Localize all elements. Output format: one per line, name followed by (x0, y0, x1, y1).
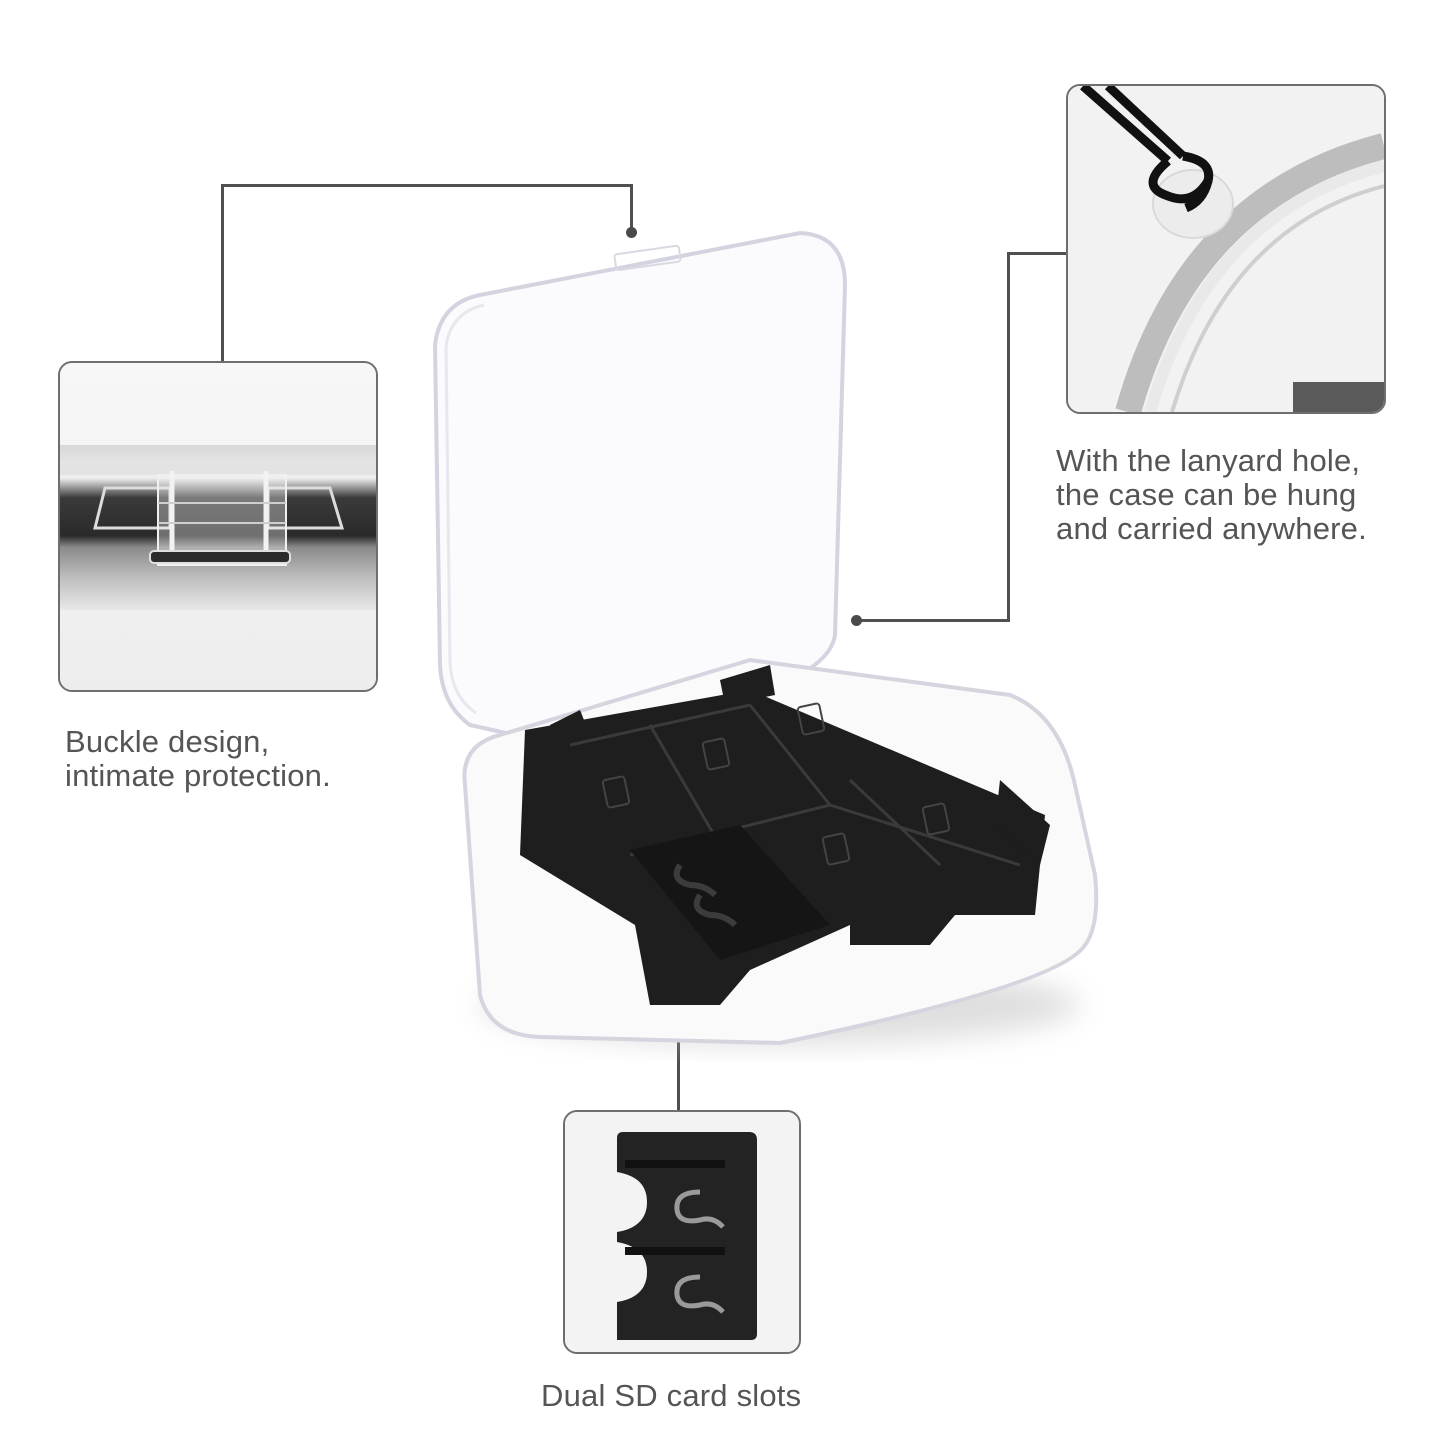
caption-lanyard: With the lanyard hole, the case can be h… (1056, 444, 1367, 546)
leader-sd-vertical (677, 1030, 680, 1110)
leader-buckle-drop (630, 184, 633, 230)
caption-buckle: Buckle design, intimate protection. (65, 725, 331, 793)
leader-lanyard-horizontal-top (1007, 252, 1067, 255)
sd-slots-detail-image (563, 1110, 801, 1354)
leader-buckle-dot (626, 227, 637, 238)
leader-lanyard-vertical (1007, 252, 1010, 622)
caption-lanyard-line-2: the case can be hung (1056, 477, 1357, 512)
caption-lanyard-line-1: With the lanyard hole, (1056, 443, 1361, 478)
tray (520, 665, 1050, 1005)
leader-buckle-vertical (221, 185, 224, 362)
caption-buckle-line-1: Buckle design, (65, 724, 270, 759)
caption-lanyard-line-3: and carried anywhere. (1056, 511, 1367, 546)
lanyard-detail-image (1066, 84, 1386, 414)
leader-lanyard-horizontal-bottom (858, 619, 1010, 622)
leader-buckle-horizontal (221, 184, 633, 187)
caption-sd-slots-line-1: Dual SD card slots (541, 1378, 802, 1413)
product-case-image (420, 225, 1110, 1065)
sd-adapter-icon (565, 1112, 799, 1352)
buckle-closeup-icon (60, 363, 376, 690)
leader-lanyard-dot (851, 615, 862, 626)
card-case-icon (432, 230, 1099, 1046)
caption-sd-slots: Dual SD card slots (541, 1379, 801, 1413)
lanyard-closeup-icon (1068, 86, 1384, 412)
caption-buckle-line-2: intimate protection. (65, 758, 331, 793)
buckle-detail-image (58, 361, 378, 692)
sd-adapter-in-tray (630, 825, 830, 960)
